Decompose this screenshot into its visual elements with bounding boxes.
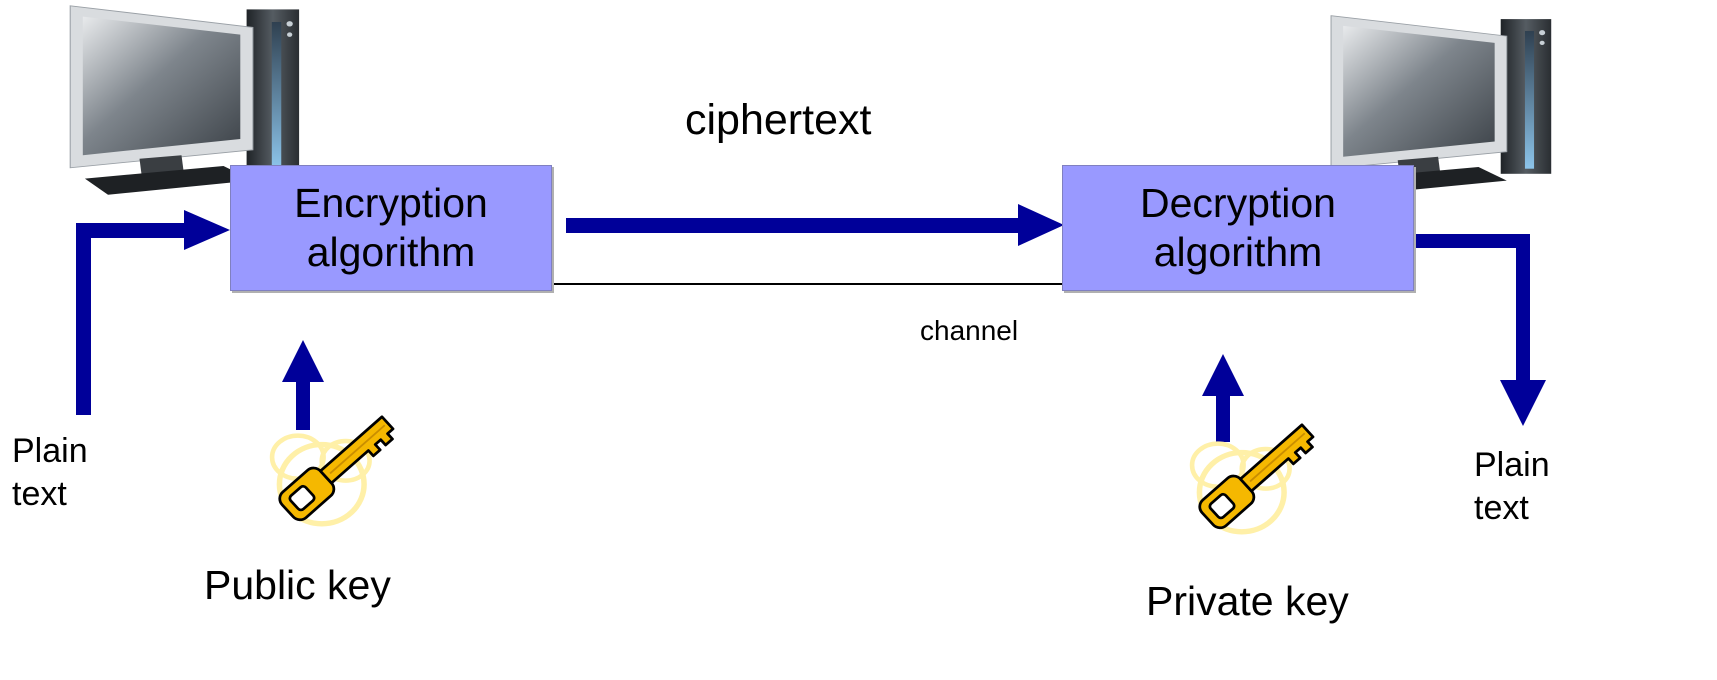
encryption-box: Encryption algorithm bbox=[230, 165, 552, 291]
private-key-arrow bbox=[1202, 354, 1244, 442]
decryption-box-line1: Decryption bbox=[1140, 179, 1336, 226]
plaintext-output-label: Plain text bbox=[1474, 444, 1550, 529]
plaintext-output-line2: text bbox=[1474, 488, 1529, 527]
decryption-box: Decryption algorithm bbox=[1062, 165, 1414, 291]
key-icon bbox=[272, 410, 399, 524]
encryption-box-line1: Encryption bbox=[294, 179, 488, 226]
ciphertext-label: ciphertext bbox=[685, 96, 872, 144]
ciphertext-arrow bbox=[566, 204, 1064, 246]
plaintext-input-arrow bbox=[76, 210, 230, 415]
plaintext-input-line1: Plain bbox=[12, 432, 88, 470]
public-key-label: Public key bbox=[204, 562, 391, 608]
private-key-label: Private key bbox=[1146, 578, 1349, 624]
decryption-box-line2: algorithm bbox=[1153, 229, 1323, 275]
plaintext-output-arrow bbox=[1412, 234, 1546, 426]
key-icon bbox=[1192, 418, 1319, 532]
plaintext-input-label: Plain text bbox=[12, 430, 88, 515]
plaintext-input-line2: text bbox=[12, 474, 67, 513]
plaintext-output-line1: Plain bbox=[1474, 446, 1550, 484]
channel-label: channel bbox=[920, 315, 1019, 346]
encryption-box-line2: algorithm bbox=[306, 229, 476, 275]
public-key-arrow bbox=[282, 340, 324, 430]
